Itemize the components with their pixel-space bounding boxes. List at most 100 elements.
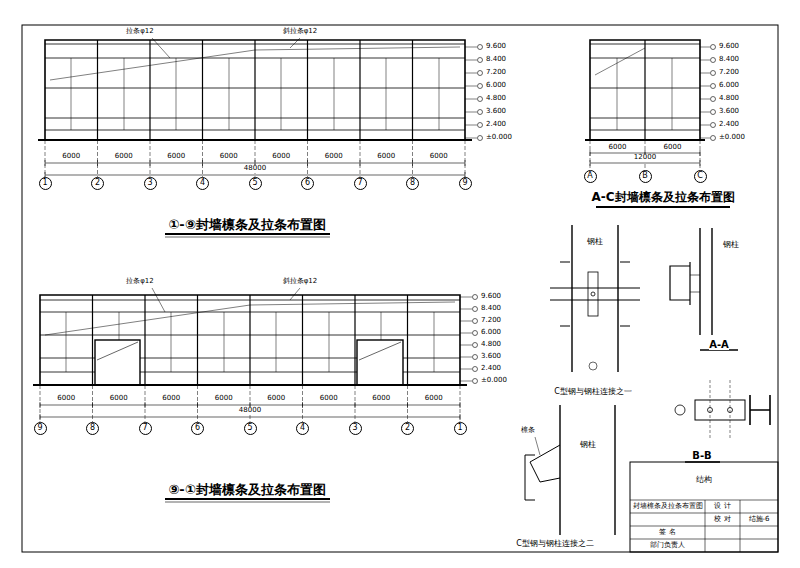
drawing-label: 48000 <box>244 165 266 173</box>
axis-bubble: 8 <box>406 177 419 190</box>
end-plate <box>695 400 745 420</box>
c-purlin <box>550 288 640 300</box>
axis-bubble: 5 <box>249 177 262 190</box>
drawing-label: 9.600 <box>486 43 506 51</box>
leader-lines <box>152 288 300 312</box>
drawing-label: 48000 <box>239 407 261 415</box>
drawing-label: 2.400 <box>486 121 506 129</box>
drawing-label: 6000 <box>430 153 448 161</box>
axis-number: 4 <box>200 179 205 187</box>
view-title: C型钢与钢柱连接之一 <box>554 388 632 397</box>
level-marks <box>478 45 483 141</box>
leader-lines <box>152 38 300 58</box>
axis-bubble: 2 <box>91 177 104 190</box>
drawing-label: 7.200 <box>719 69 739 77</box>
leader-lines <box>535 437 540 455</box>
axis-bubble: 7 <box>139 422 152 435</box>
axis-bubble: B <box>639 170 652 183</box>
axis-number: 4 <box>300 424 305 432</box>
title-block <box>630 462 778 552</box>
axis-bubble: 5 <box>244 422 257 435</box>
drawing-label: 斜拉条φ12 <box>283 28 318 36</box>
view-title: ①-⑨封墙檩条及拉条布置图 <box>168 218 325 232</box>
axis-bubble: 3 <box>144 177 157 190</box>
connection-plate <box>588 272 598 316</box>
axis-number: 1 <box>42 179 47 187</box>
drawing-label: 6000 <box>377 153 395 161</box>
axis-number: 2 <box>95 179 100 187</box>
column-lines <box>93 295 408 385</box>
drawing-label: 4.800 <box>486 95 506 103</box>
door-opening <box>95 340 140 385</box>
bolt <box>591 292 595 296</box>
reference-circle <box>675 405 685 415</box>
axis-bubble: 1 <box>39 177 52 190</box>
drawing-label: 2.400 <box>481 365 501 373</box>
drawing-label: 6000 <box>425 395 443 403</box>
level-leaders <box>460 297 472 381</box>
drawing-label: ±0.000 <box>481 377 507 385</box>
drawing-label: 钢柱 <box>587 238 603 247</box>
axis-lines <box>45 140 465 177</box>
bolt-lines <box>690 275 700 292</box>
axis-number: 7 <box>357 179 362 187</box>
drawing-label: 6.000 <box>481 329 501 337</box>
title-underline <box>165 237 330 238</box>
drawing-label: 4.800 <box>719 95 739 103</box>
title-block-grid <box>630 500 778 552</box>
drawing-label: 6000 <box>320 395 338 403</box>
axis-bubble: C <box>694 170 707 183</box>
drawing-label: 6000 <box>167 153 185 161</box>
drawing-label: 结施-6 <box>749 516 770 524</box>
axis-bubble: 6 <box>301 177 314 190</box>
drawing-label: 6000 <box>62 153 80 161</box>
purlin-lines <box>590 44 700 130</box>
axis-number: B <box>642 172 648 180</box>
axis-number: 8 <box>410 179 415 187</box>
column-lines <box>98 40 413 140</box>
reference-circle <box>589 362 597 370</box>
drawing-label: 9.600 <box>481 293 501 301</box>
axis-number: 5 <box>247 424 252 432</box>
drawing-label: ±0.000 <box>486 134 512 142</box>
sheet-border <box>22 25 778 552</box>
axis-bubble: 9 <box>34 422 47 435</box>
axis-number: 6 <box>305 179 310 187</box>
c-section <box>670 262 690 305</box>
view-title: A-A <box>709 339 729 350</box>
axis-lines <box>40 385 460 422</box>
view-title: B-B <box>692 450 711 461</box>
drawing-label: 拉条φ12 <box>126 278 154 286</box>
drawing-label: 6.000 <box>486 82 506 90</box>
drawing-label: 3.600 <box>486 108 506 116</box>
wall-frame <box>45 40 465 140</box>
drawing-label: 2.400 <box>719 121 739 129</box>
drawing-label: 6000 <box>272 153 290 161</box>
steel-column <box>560 405 615 535</box>
level-leaders <box>465 47 477 138</box>
door-brace <box>97 342 401 360</box>
column-lines <box>644 40 645 140</box>
axis-number: 5 <box>252 179 257 187</box>
axis-bubble: 2 <box>401 422 414 435</box>
drawing-label: 6000 <box>372 395 390 403</box>
axis-number: 2 <box>405 424 410 432</box>
drawing-label: 8.400 <box>486 56 506 64</box>
steel-column <box>572 225 618 372</box>
axis-number: 6 <box>195 424 200 432</box>
drawing-label: 3.600 <box>481 353 501 361</box>
level-marks <box>711 45 716 141</box>
title-underline <box>165 233 330 235</box>
diagonal-tie <box>595 48 645 75</box>
axis-number: 3 <box>147 179 152 187</box>
drawing-label: 12000 <box>634 154 656 162</box>
axis-bubble: A <box>584 170 597 183</box>
drawing-label: 7.200 <box>481 317 501 325</box>
axis-number: 9 <box>462 179 467 187</box>
drawing-label: 6000 <box>664 144 682 152</box>
dimension-lines <box>590 150 700 166</box>
drawing-label: 校 对 <box>714 516 730 524</box>
purlin-lines <box>45 44 465 130</box>
drawing-label: 7.200 <box>486 69 506 77</box>
purlin-bracket <box>525 445 560 500</box>
